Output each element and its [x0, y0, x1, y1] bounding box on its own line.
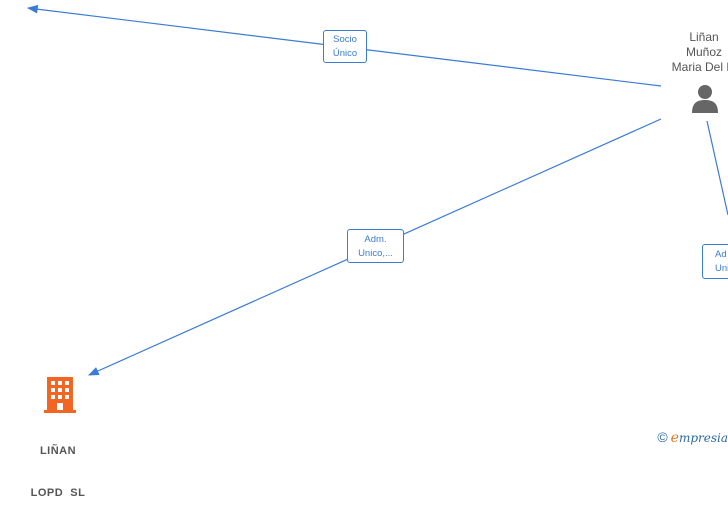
person-node-name[interactable]: Liñan Muñoz Maria Del M: [652, 30, 728, 75]
brand-logo-e: e: [670, 430, 679, 446]
edge-label-line: Socio: [333, 34, 357, 45]
building-icon[interactable]: [44, 377, 76, 413]
edge-label-line: Adm.: [364, 234, 387, 245]
person-name-line: Maria Del M: [671, 60, 728, 74]
person-name-line: Muñoz: [685, 45, 723, 59]
company-node-name[interactable]: LIÑAN LOPD SL: [8, 416, 108, 514]
copyright-symbol: ©: [657, 429, 668, 445]
company-name-line: LIÑAN: [39, 445, 77, 457]
edge-adm-unico-right: [706, 120, 728, 216]
edge-label-line: Unico,...: [358, 248, 393, 259]
brand-logo-text: mpresia: [678, 431, 728, 445]
empresia-watermark: ©empresia: [657, 429, 728, 446]
edge-label-adm-unico[interactable]: Adm. Unico,...: [347, 229, 404, 263]
edge-label-line: Ad: [715, 249, 727, 260]
person-name-line: Liñan: [689, 30, 719, 44]
company-name-line: LOPD SL: [30, 487, 86, 499]
edge-label-socio-unico[interactable]: Socio Único: [323, 30, 367, 63]
edge-label-line: Único: [332, 48, 358, 59]
edge-label-adm-unico-right[interactable]: Ad Unic: [702, 244, 728, 279]
edge-label-line: Unic: [715, 263, 728, 274]
person-icon[interactable]: [691, 84, 719, 114]
relationship-graph: [26, 4, 728, 376]
